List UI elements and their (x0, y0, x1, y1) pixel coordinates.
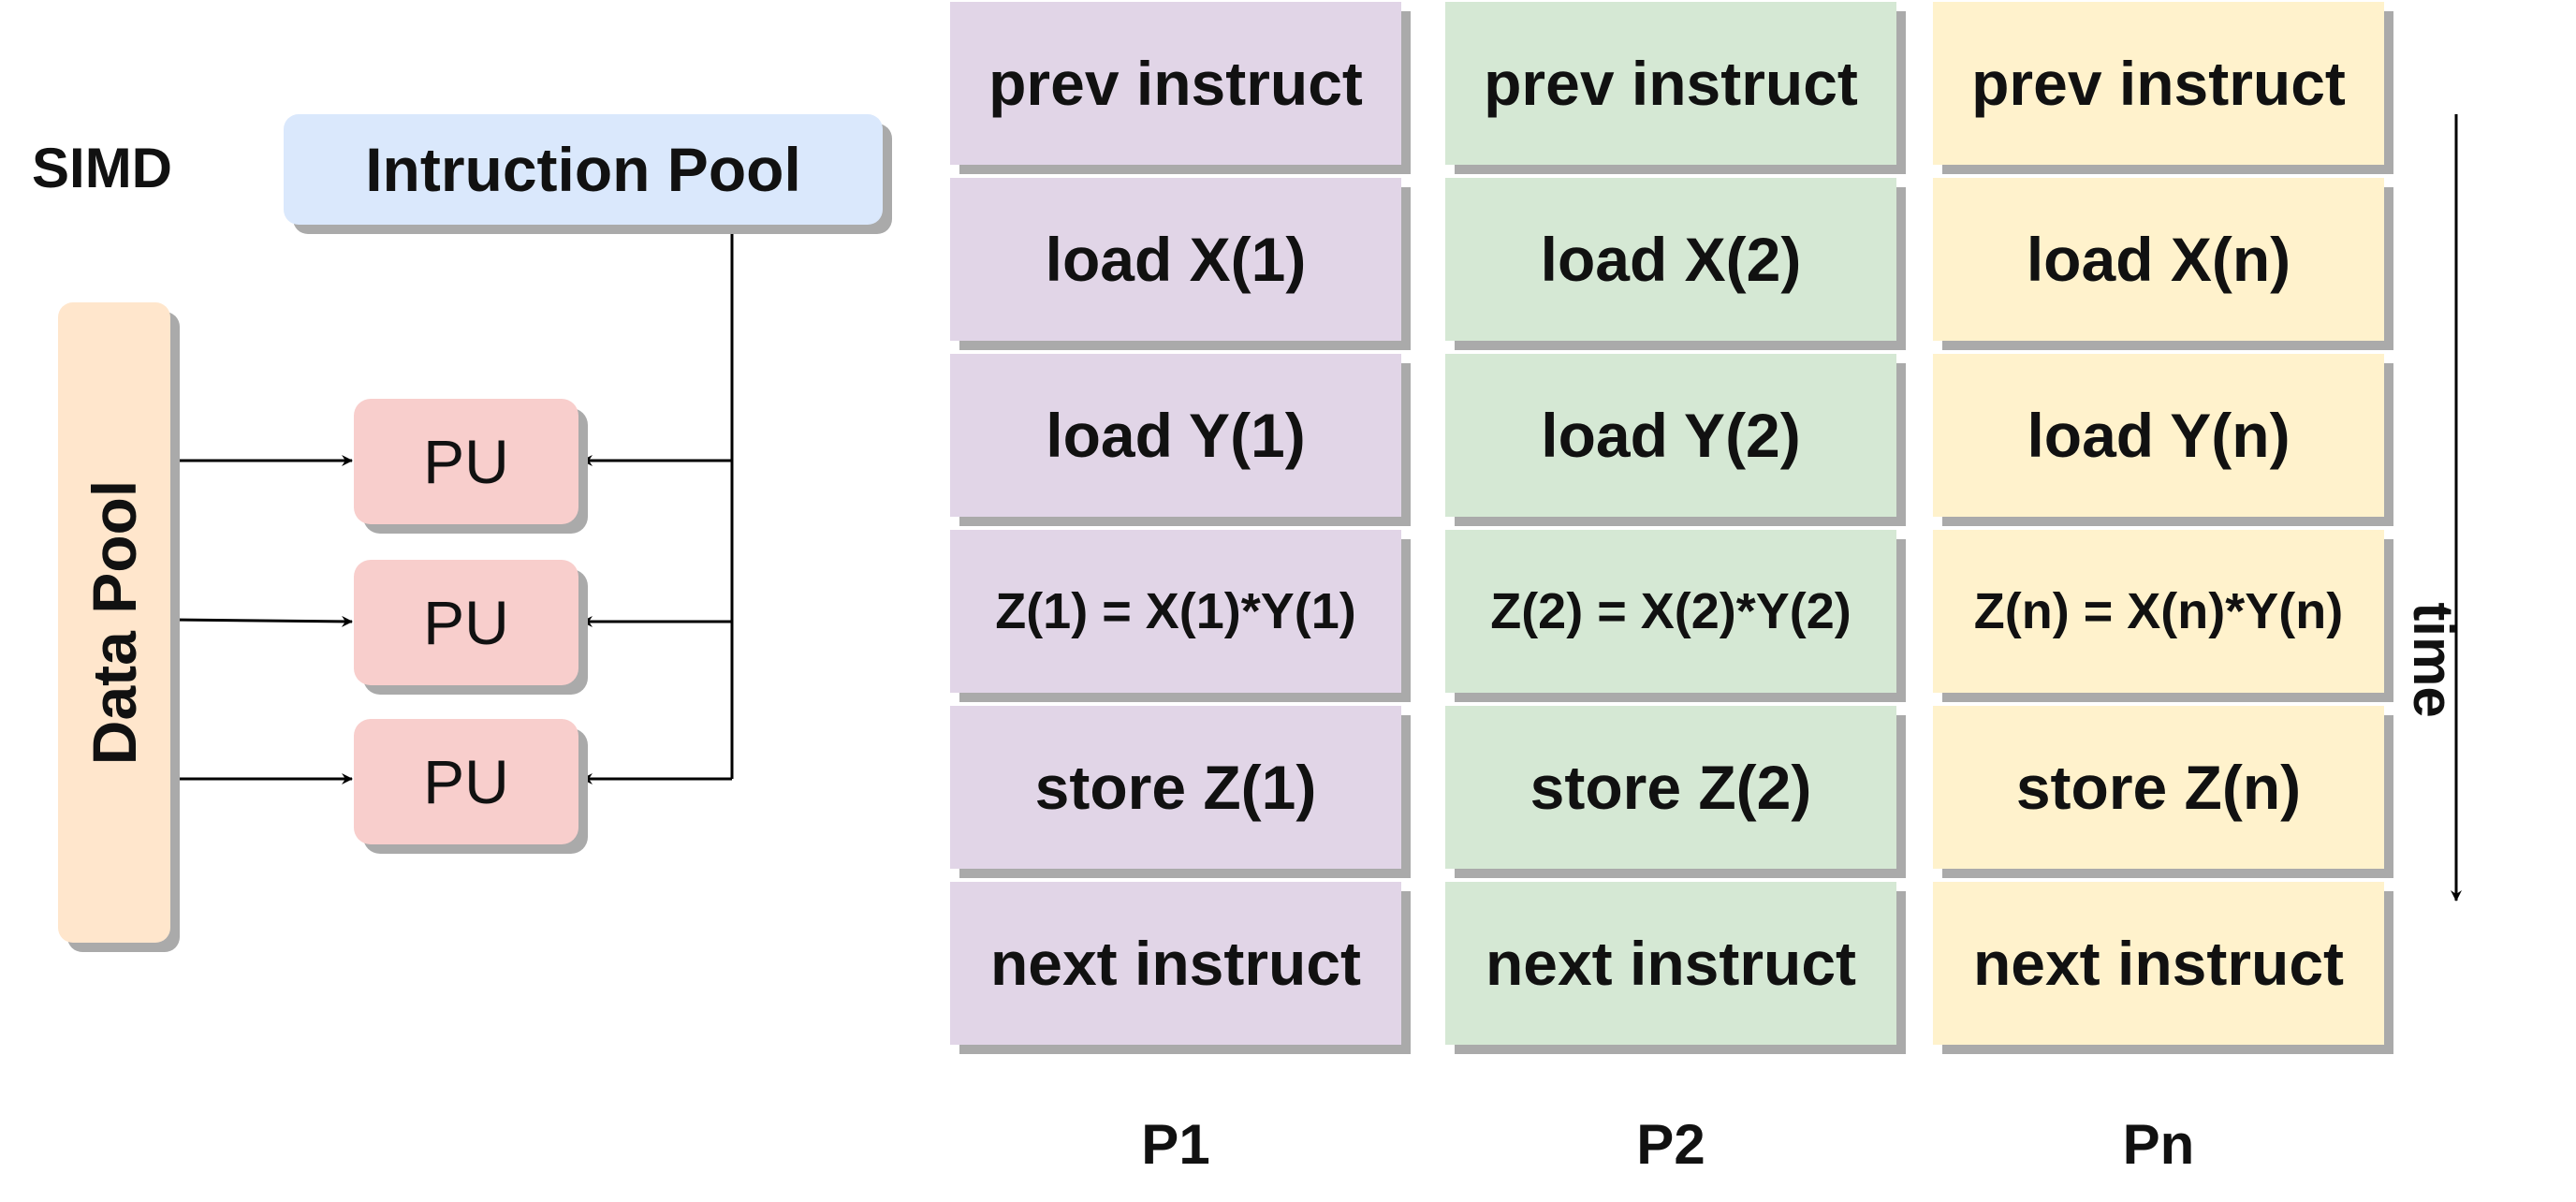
step-text: load X(1) (1045, 225, 1307, 294)
processing-unit-2: PU (354, 560, 578, 685)
step-text: prev instruct (1484, 49, 1858, 118)
step-text: Z(1) = X(1)*Y(1) (995, 583, 1356, 639)
step-text: store Z(1) (1034, 753, 1317, 822)
p1-label: P1 (1141, 1113, 1210, 1176)
step-text: next instruct (1485, 929, 1857, 998)
pu-label: PU (423, 747, 509, 816)
pn-step-3: load Y(n) (1933, 354, 2384, 517)
p2-step-5: store Z(2) (1445, 706, 1896, 869)
pn-step-6: next instruct (1933, 882, 2384, 1045)
p2-step-1: prev instruct (1445, 2, 1896, 165)
instruction-pool-label: Intruction Pool (365, 135, 801, 204)
p2-step-6: next instruct (1445, 882, 1896, 1045)
data-arrow-2 (171, 615, 353, 627)
pn-step-2: load X(n) (1933, 178, 2384, 341)
pn-step-1: prev instruct (1933, 2, 2384, 165)
processing-unit-1: PU (354, 399, 578, 524)
step-text: load Y(2) (1541, 401, 1801, 470)
data-pool: Data Pool (58, 302, 170, 943)
step-text: store Z(2) (1530, 753, 1812, 822)
p2-label: P2 (1636, 1113, 1705, 1176)
step-text: load X(n) (2026, 225, 2291, 294)
pn-label: Pn (2122, 1113, 2195, 1176)
p1-step-1: prev instruct (950, 2, 1401, 165)
pu-label: PU (423, 588, 509, 657)
step-text: load X(2) (1540, 225, 1802, 294)
p1-step-4: Z(1) = X(1)*Y(1) (950, 530, 1401, 693)
data-pool-label: Data Pool (80, 479, 150, 766)
p2-step-4: Z(2) = X(2)*Y(2) (1445, 530, 1896, 693)
p2-step-3: load Y(2) (1445, 354, 1896, 517)
pn-step-4: Z(n) = X(n)*Y(n) (1933, 530, 2384, 693)
instruction-pool: Intruction Pool (284, 114, 883, 225)
pu-label: PU (423, 427, 509, 496)
p1-step-5: store Z(1) (950, 706, 1401, 869)
processing-unit-3: PU (354, 719, 578, 844)
step-text: prev instruct (988, 49, 1363, 118)
step-text: load Y(n) (2027, 401, 2291, 470)
step-text: store Z(n) (2015, 753, 2302, 822)
step-text: Z(2) = X(2)*Y(2) (1490, 583, 1852, 639)
step-text: Z(n) = X(n)*Y(n) (1973, 583, 2344, 639)
p1-step-3: load Y(1) (950, 354, 1401, 517)
p1-step-2: load X(1) (950, 178, 1401, 341)
time-label: time (2402, 602, 2465, 718)
p1-step-6: next instruct (950, 882, 1401, 1045)
step-text: next instruct (1972, 929, 2345, 998)
step-text: prev instruct (1971, 49, 2346, 118)
step-text: load Y(1) (1046, 401, 1306, 470)
pn-step-5: store Z(n) (1933, 706, 2384, 869)
step-text: next instruct (989, 929, 1362, 998)
p2-step-2: load X(2) (1445, 178, 1896, 341)
simd-label: SIMD (32, 137, 172, 199)
